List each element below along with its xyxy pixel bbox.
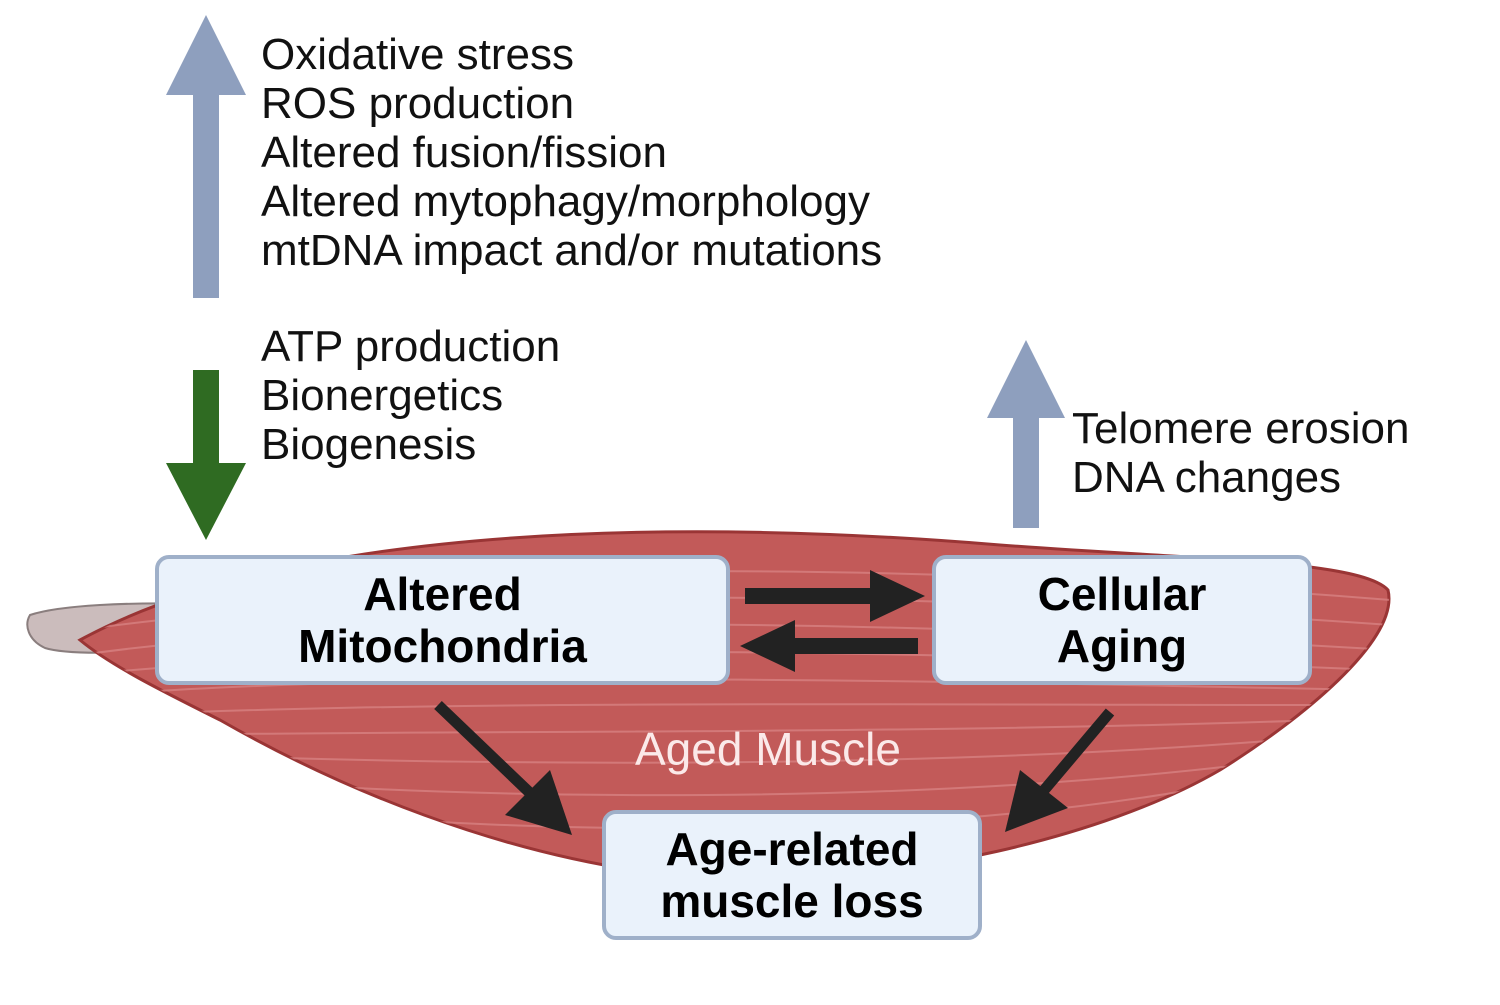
increased-factors-list: Oxidative stress ROS production Altered … (261, 30, 882, 275)
node-altered-mitochondria: Altered Mitochondria (155, 555, 730, 685)
node-label: Aging (1056, 620, 1188, 672)
node-label: Altered (363, 568, 522, 620)
node-label: muscle loss (660, 875, 924, 927)
arrow-down-icon (166, 370, 246, 540)
connectors (434, 570, 1115, 835)
arrowhead-diagonal-icon (505, 770, 572, 835)
increased-factor: Altered mytophagy/morphology (261, 177, 870, 226)
muscle-label: Aged Muscle (635, 723, 901, 775)
aging-factors-list: Telomere erosion DNA changes (1072, 404, 1410, 502)
arrowhead-diagonal-icon (1005, 770, 1068, 832)
increased-factor: Altered fusion/fission (261, 128, 667, 177)
decreased-factor: Biogenesis (261, 420, 477, 469)
node-label: Mitochondria (298, 620, 587, 672)
arrow-left-icon (740, 620, 918, 672)
aging-factor: DNA changes (1072, 453, 1342, 502)
decreased-factors-list: ATP production Bionergetics Biogenesis (261, 322, 560, 469)
arrow-diagonal-line (1035, 708, 1115, 799)
node-age-related-muscle-loss: Age-related muscle loss (602, 810, 982, 940)
increased-factor: Oxidative stress (261, 30, 574, 79)
arrow-right-icon (745, 570, 925, 622)
increased-factor: ROS production (261, 79, 575, 128)
node-label: Age-related (665, 823, 919, 875)
arrow-up-icon (987, 340, 1065, 528)
node-cellular-aging: Cellular Aging (932, 555, 1312, 685)
decreased-factor: ATP production (261, 322, 561, 371)
aging-factor: Telomere erosion (1072, 404, 1410, 453)
arrow-diagonal-line (434, 701, 534, 797)
arrow-up-icon (166, 15, 246, 298)
increased-factor: mtDNA impact and/or mutations (261, 226, 883, 275)
decreased-factor: Bionergetics (261, 371, 504, 420)
node-label: Cellular (1037, 568, 1207, 620)
